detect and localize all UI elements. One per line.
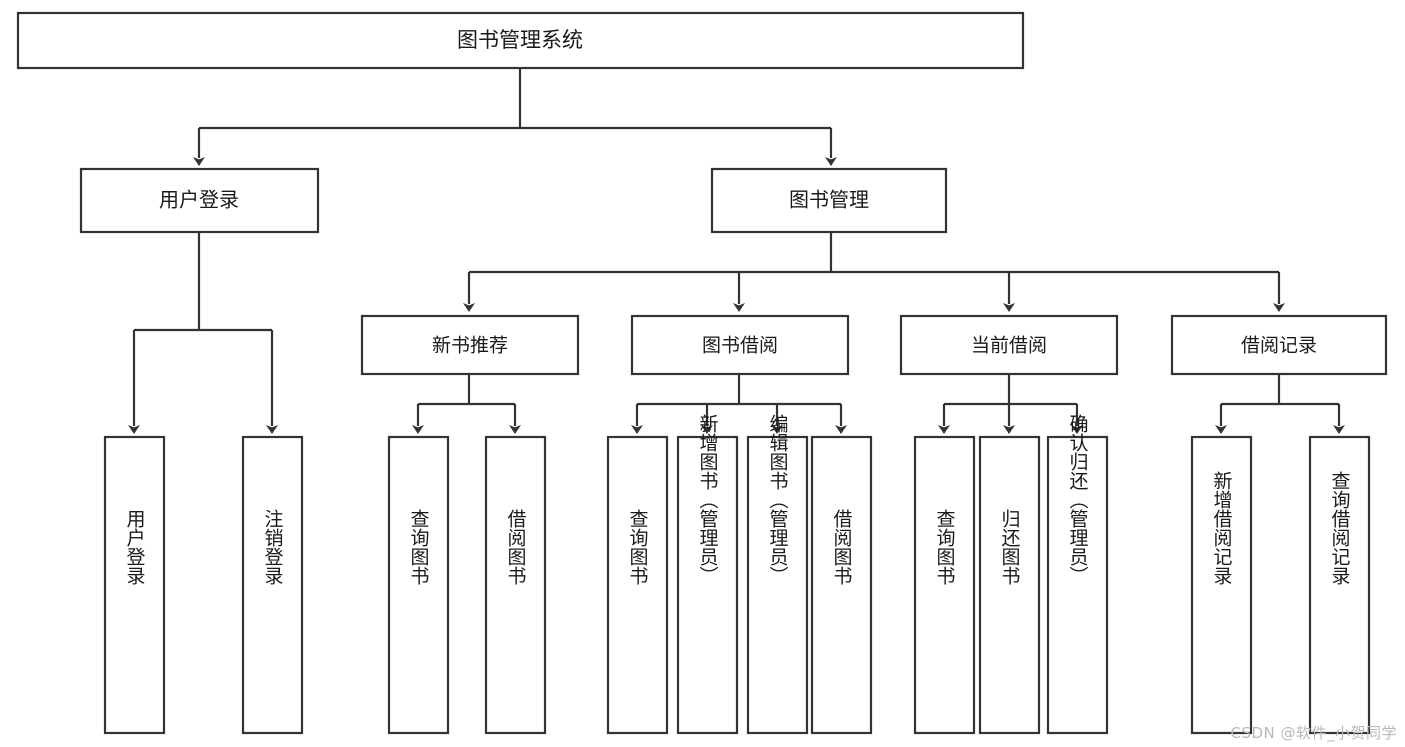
node-book-management-box[interactable] — [710, 167, 948, 234]
leaf-current-borrow-2-box[interactable] — [978, 435, 1041, 735]
leaf-borrow-record-2[interactable]: 查询借阅记录 — [1308, 435, 1371, 735]
leaf-book-borrow-2-box[interactable] — [676, 435, 739, 735]
node-user-login[interactable]: 用户登录 — [79, 167, 320, 234]
leaf-new-book-1[interactable]: 查询图书 — [387, 435, 450, 735]
node-book-borrow-label: 图书借阅 — [702, 335, 778, 357]
connector-book-borrow-bus — [637, 374, 841, 406]
leaf-book-borrow-3-label: 编辑图书（管理员） — [767, 414, 789, 585]
node-borrow-record-label: 借阅记录 — [1241, 335, 1317, 357]
node-book-borrow-box[interactable] — [630, 314, 850, 376]
leaf-current-borrow-1[interactable]: 查询图书 — [913, 435, 976, 735]
leaf-current-borrow-1-box[interactable] — [913, 435, 976, 735]
leaf-new-book-2-label: 借阅图书 — [505, 509, 527, 585]
node-user-login-label: 用户登录 — [159, 188, 239, 212]
node-borrow-record[interactable]: 借阅记录 — [1170, 314, 1388, 376]
leaf-current-borrow-2-label: 归还图书 — [999, 509, 1021, 585]
leaf-borrow-record-2-label: 查询借阅记录 — [1329, 471, 1351, 585]
leaf-user-login-1[interactable]: 用户登录 — [103, 435, 166, 735]
connector-borrow-record-bus — [1221, 374, 1339, 406]
leaf-borrow-record-2-box[interactable] — [1308, 435, 1371, 735]
node-root-label: 图书管理系统 — [457, 28, 583, 52]
leaf-book-borrow-2[interactable]: 新增图书（管理员） — [676, 414, 739, 735]
leaf-borrow-record-1-label: 新增借阅记录 — [1211, 471, 1233, 585]
connector-user-login-bus — [134, 232, 272, 332]
leaf-borrow-record-1[interactable]: 新增借阅记录 — [1190, 435, 1253, 735]
leaf-user-login-2-box[interactable] — [241, 435, 304, 735]
connector-new-book-bus — [418, 374, 515, 406]
leaf-borrow-record-1-box[interactable] — [1190, 435, 1253, 735]
leaf-user-login-1-label: 用户登录 — [124, 509, 146, 585]
node-borrow-record-box[interactable] — [1170, 314, 1388, 376]
connector-layer — [128, 68, 1345, 434]
leaf-book-borrow-1[interactable]: 查询图书 — [606, 435, 669, 735]
leaf-current-borrow-2[interactable]: 归还图书 — [978, 435, 1041, 735]
node-root-box[interactable] — [16, 11, 1025, 70]
node-book-borrow[interactable]: 图书借阅 — [630, 314, 850, 376]
node-book-management[interactable]: 图书管理 — [710, 167, 948, 234]
node-new-book-recommend-label: 新书推荐 — [432, 335, 508, 357]
node-new-book-recommend[interactable]: 新书推荐 — [360, 314, 580, 376]
leaf-book-borrow-3-box[interactable] — [746, 435, 809, 735]
leaf-new-book-1-box[interactable] — [387, 435, 450, 735]
node-book-management-label: 图书管理 — [789, 188, 869, 212]
leaf-book-borrow-1-label: 查询图书 — [627, 509, 649, 585]
leaf-new-book-2-box[interactable] — [484, 435, 547, 735]
node-user-login-box[interactable] — [79, 167, 320, 234]
leaf-book-borrow-2-label: 新增图书（管理员） — [697, 414, 719, 585]
node-new-book-recommend-box[interactable] — [360, 314, 580, 376]
leaf-current-borrow-3[interactable]: 确认归还（管理员） — [1046, 414, 1109, 735]
leaf-book-borrow-1-box[interactable] — [606, 435, 669, 735]
leaf-book-borrow-4-box[interactable] — [810, 435, 873, 735]
leaf-book-borrow-3[interactable]: 编辑图书（管理员） — [746, 414, 809, 735]
connector-root-bus — [199, 68, 831, 130]
connector-current-borrow-bus — [944, 374, 1077, 406]
leaf-current-borrow-3-box[interactable] — [1046, 435, 1109, 735]
leaf-book-borrow-4-label: 借阅图书 — [831, 509, 853, 585]
leaf-book-borrow-4[interactable]: 借阅图书 — [810, 435, 873, 735]
leaf-user-login-1-box[interactable] — [103, 435, 166, 735]
leaf-current-borrow-3-label: 确认归还（管理员） — [1067, 414, 1089, 585]
leaf-user-login-2[interactable]: 注销登录 — [241, 435, 304, 735]
leaf-current-borrow-1-label: 查询图书 — [934, 509, 956, 585]
leaf-new-book-1-label: 查询图书 — [408, 509, 430, 585]
node-current-borrow-box[interactable] — [899, 314, 1119, 376]
leaf-user-login-2-label: 注销登录 — [262, 509, 284, 585]
node-current-borrow[interactable]: 当前借阅 — [899, 314, 1119, 376]
leaf-new-book-2[interactable]: 借阅图书 — [484, 435, 547, 735]
connector-book-mgmt-bus — [469, 232, 1279, 274]
node-root[interactable]: 图书管理系统 — [16, 11, 1025, 70]
node-current-borrow-label: 当前借阅 — [971, 335, 1047, 357]
